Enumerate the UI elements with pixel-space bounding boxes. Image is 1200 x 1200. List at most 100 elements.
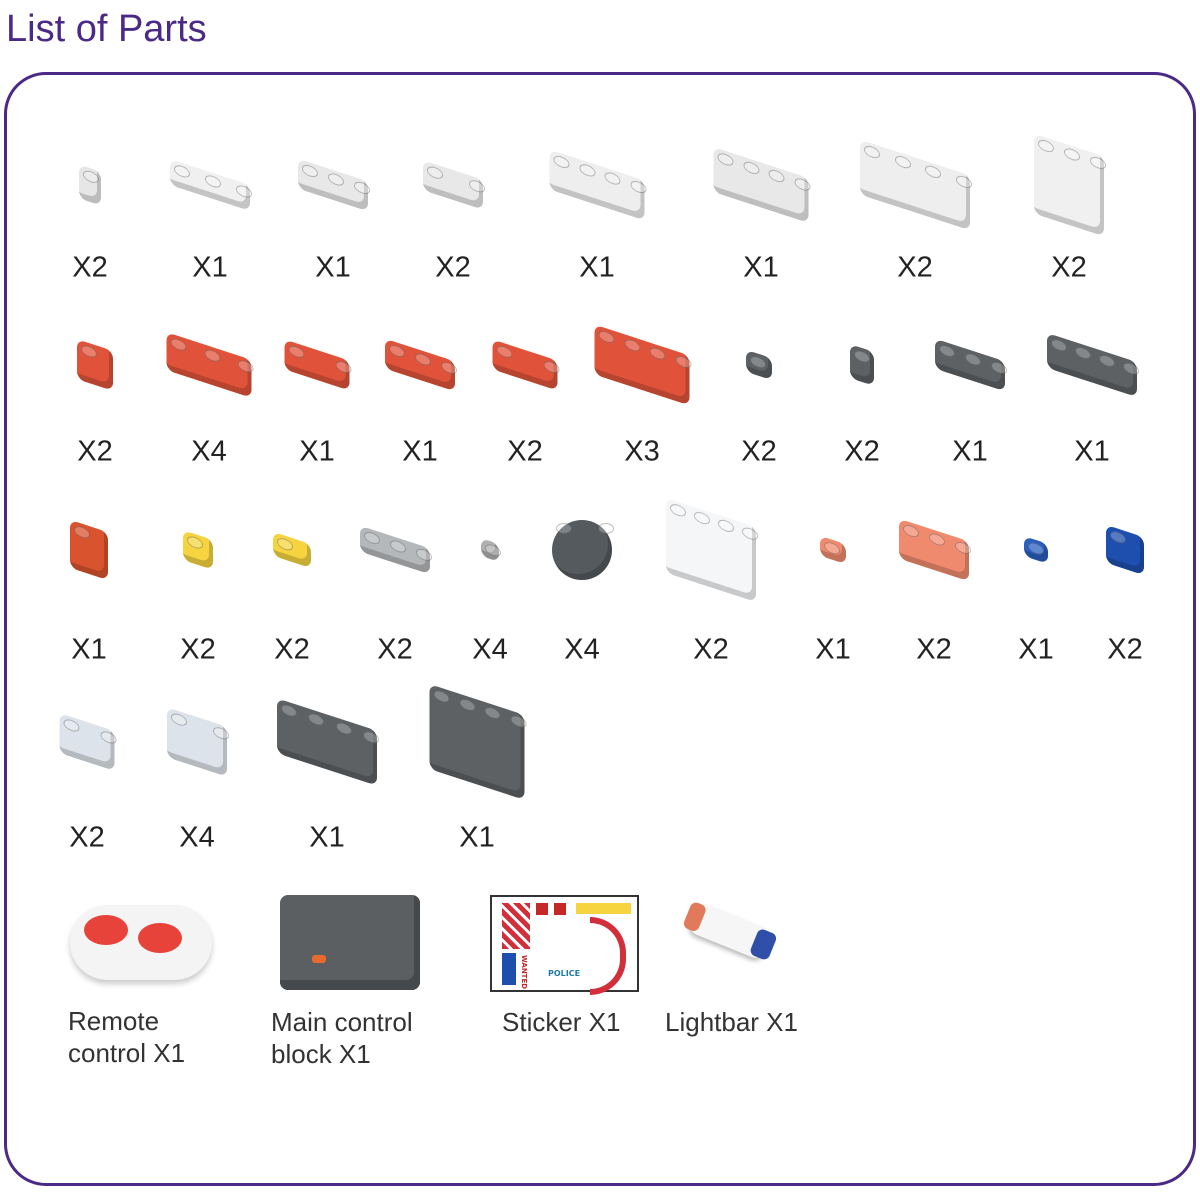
stud-icon — [743, 159, 760, 176]
stud-icon — [63, 717, 80, 734]
stud-icon — [854, 348, 870, 365]
stud-icon — [929, 531, 945, 548]
stud-icon — [277, 536, 293, 553]
part-quantity: X1 — [402, 435, 438, 468]
stud-icon — [718, 517, 734, 534]
stud-icon — [389, 342, 405, 360]
part-quantity: X1 — [459, 821, 495, 854]
stud-icon — [335, 720, 352, 737]
stud-icon — [717, 151, 734, 168]
part-quantity: X1 — [315, 251, 351, 284]
stud-icon — [204, 347, 220, 364]
stud-icon — [187, 534, 203, 551]
stud-icon — [433, 688, 450, 705]
stud-icon — [1028, 540, 1044, 557]
stud-icon — [649, 345, 666, 362]
stud-icon — [364, 529, 380, 547]
part-quantity: X2 — [507, 435, 543, 468]
parts-frame — [4, 72, 1196, 1186]
stud-icon — [604, 170, 621, 187]
part-quantity: X1 — [743, 251, 779, 284]
sticker-sheet-icon: WANTED POLICE — [490, 895, 639, 995]
part-quantity: X2 — [77, 435, 113, 468]
stud-icon — [83, 168, 99, 185]
part-quantity: X1 — [815, 633, 851, 666]
part-quantity: X2 — [69, 821, 105, 854]
stud-icon — [328, 171, 344, 188]
stud-icon — [205, 173, 221, 190]
remote-control-icon — [70, 905, 212, 980]
stud-icon — [824, 540, 840, 557]
stud-icon — [903, 522, 919, 540]
part-quantity: X1 — [192, 251, 228, 284]
stud-icon — [281, 702, 297, 719]
stud-icon — [864, 143, 880, 161]
stud-icon — [598, 523, 614, 534]
part-quantity: X2 — [72, 251, 108, 284]
brick-icon — [552, 520, 614, 580]
part-quantity: X1 — [579, 251, 615, 284]
stud-icon — [694, 509, 710, 527]
stud-icon — [894, 153, 911, 171]
stud-icon — [496, 343, 513, 360]
lightbar-label: Lightbar X1 — [665, 1007, 798, 1037]
stud-icon — [415, 351, 431, 368]
part-quantity: X1 — [952, 435, 988, 468]
stud-icon — [670, 502, 686, 519]
sticker-label: Sticker X1 — [502, 1007, 621, 1037]
part-quantity: X4 — [564, 633, 600, 666]
stud-icon — [74, 524, 90, 541]
part-quantity: X4 — [472, 633, 508, 666]
part-quantity: X2 — [741, 435, 777, 468]
stud-icon — [170, 336, 187, 353]
part-quantity: X2 — [274, 633, 310, 666]
stud-icon — [768, 168, 785, 185]
stud-icon — [81, 343, 97, 360]
part-quantity: X1 — [1018, 633, 1054, 666]
part-quantity: X2 — [693, 633, 729, 666]
part-quantity: X2 — [180, 633, 216, 666]
stud-icon — [556, 523, 572, 534]
part-quantity: X1 — [299, 435, 335, 468]
stud-icon — [624, 337, 641, 354]
stud-icon — [925, 163, 942, 181]
stud-icon — [1099, 352, 1115, 369]
part-quantity: X2 — [844, 435, 880, 468]
stud-icon — [965, 351, 981, 368]
stud-icon — [553, 153, 570, 171]
stud-icon — [308, 711, 325, 728]
stud-icon — [288, 343, 305, 360]
part-quantity: X2 — [916, 633, 952, 666]
stud-icon — [427, 164, 443, 181]
part-quantity: X1 — [1074, 435, 1110, 468]
stud-icon — [1064, 146, 1080, 163]
part-quantity: X3 — [624, 435, 660, 468]
part-quantity: X4 — [191, 435, 227, 468]
page-title: List of Parts — [6, 8, 207, 50]
stud-icon — [1075, 344, 1091, 362]
main-control-block-icon — [280, 895, 420, 990]
stud-icon — [579, 162, 596, 179]
stud-icon — [750, 354, 766, 371]
stud-icon — [171, 711, 187, 728]
part-quantity: X2 — [897, 251, 933, 284]
part-quantity: X2 — [1107, 633, 1143, 666]
stud-icon — [302, 162, 318, 180]
stud-icon — [174, 163, 190, 180]
part-quantity: X1 — [309, 821, 345, 854]
part-quantity: X4 — [179, 821, 215, 854]
part-quantity: X2 — [1051, 251, 1087, 284]
stud-icon — [1110, 529, 1126, 546]
stud-icon — [598, 328, 615, 346]
stud-icon — [1038, 137, 1054, 155]
part-quantity: X2 — [435, 251, 471, 284]
stud-icon — [484, 705, 501, 722]
part-quantity: X1 — [71, 633, 107, 666]
stud-icon — [939, 342, 955, 360]
stud-icon — [459, 696, 476, 713]
stud-icon — [390, 538, 406, 555]
stud-icon — [1051, 337, 1067, 354]
part-quantity: X2 — [377, 633, 413, 666]
